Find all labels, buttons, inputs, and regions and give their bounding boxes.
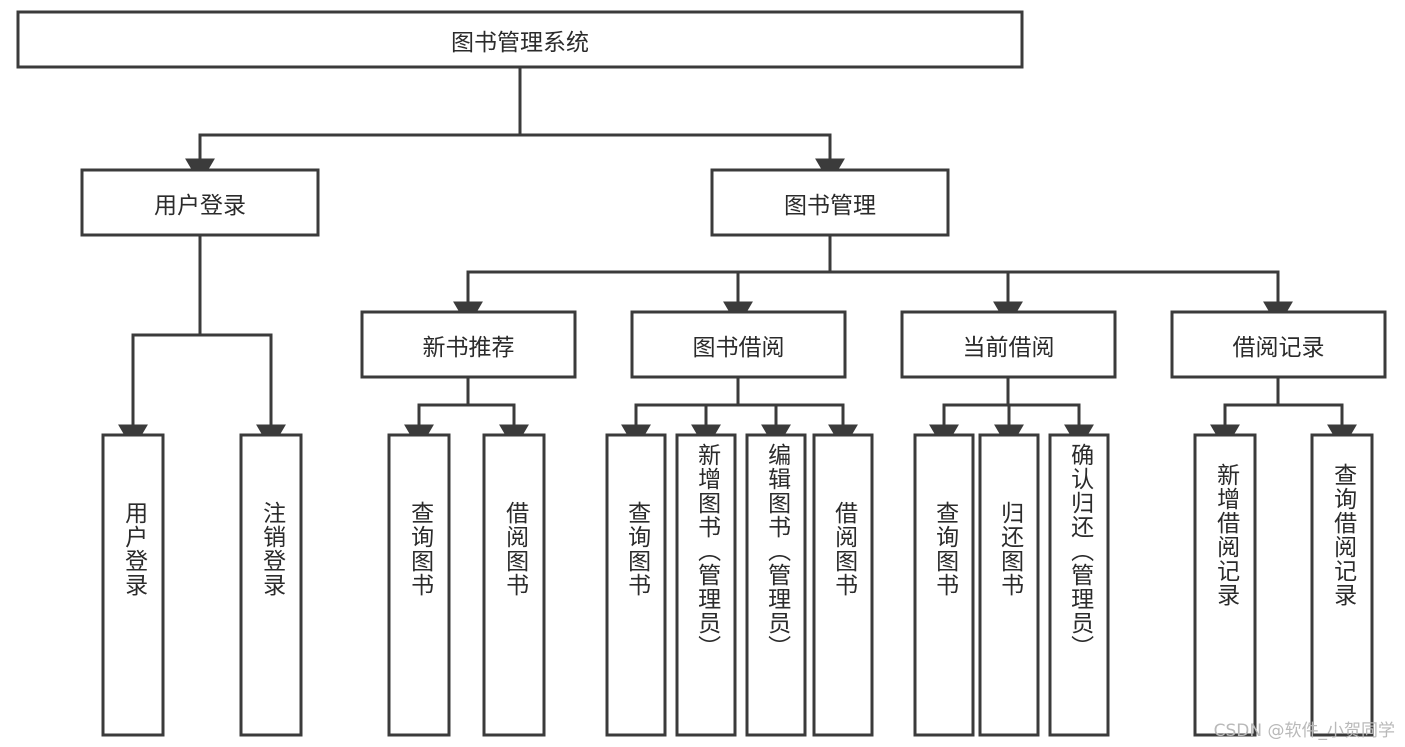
box-leaf-user-login[interactable] — [101, 433, 165, 737]
box-leaf-bb-query-book[interactable] — [605, 433, 667, 737]
box-leaf-logout[interactable] — [239, 433, 303, 737]
box-root[interactable] — [16, 10, 1024, 69]
box-leaf-bb-add-book[interactable] — [675, 433, 737, 737]
csdn-watermark: CSDN @软件_小贺同学 — [1213, 721, 1395, 741]
box-leaf-br-query-record[interactable] — [1310, 433, 1374, 737]
box-book-manage[interactable] — [710, 168, 950, 237]
box-leaf-bb-borrow-book[interactable] — [812, 433, 874, 737]
box-leaf-cb-confirm-return[interactable] — [1048, 433, 1110, 737]
box-leaf-bb-edit-book[interactable] — [745, 433, 807, 737]
box-leaf-cb-query-book[interactable] — [913, 433, 975, 737]
box-leaf-cb-return-book[interactable] — [978, 433, 1040, 737]
box-book-borrow[interactable] — [630, 310, 847, 379]
box-new-book-recommend[interactable] — [360, 310, 577, 379]
box-borrow-record[interactable] — [1170, 310, 1387, 379]
box-leaf-nbr-borrow-book[interactable] — [482, 433, 546, 737]
box-current-borrow[interactable] — [900, 310, 1117, 379]
box-user-login[interactable] — [80, 168, 320, 237]
box-leaf-br-add-record[interactable] — [1193, 433, 1257, 737]
box-leaf-nbr-query-book[interactable] — [387, 433, 451, 737]
